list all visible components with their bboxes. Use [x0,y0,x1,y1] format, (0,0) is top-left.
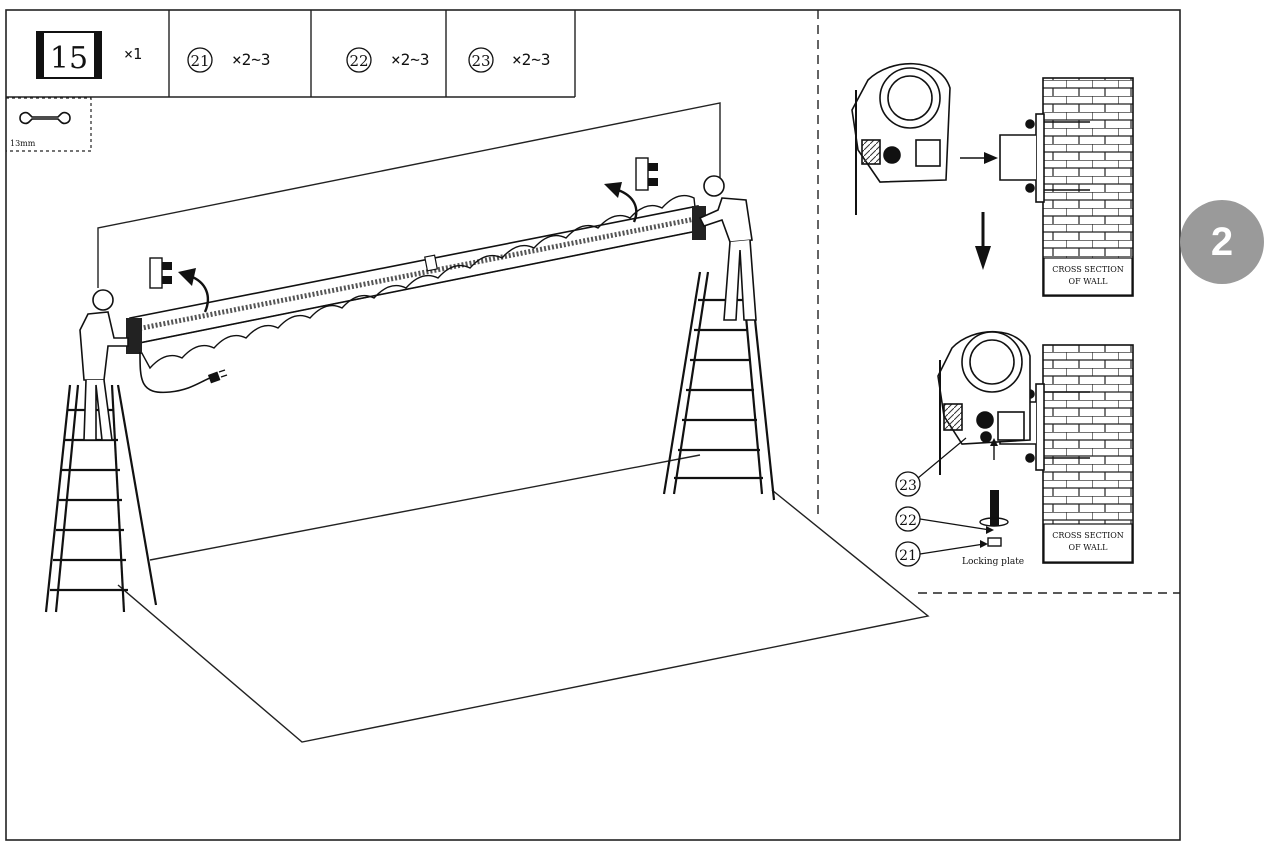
part-22-number: 22 [349,52,368,70]
detail-top: CROSS SECTION OF WALL [851,62,1134,297]
lift-arrow-right-icon [604,182,638,223]
part-21-qty: ×2~3 [232,50,271,69]
parts-table: 15 ×1 21 ×2~3 22 ×2~3 23 ×2~3 [6,10,576,98]
roller-assembly-bottom [937,330,1031,475]
part-15-cell: 15 ×1 [36,31,142,79]
worker-left [79,289,129,441]
part-15-qty: ×1 [124,45,142,63]
callout-21: 21 [895,540,988,567]
ladder-left [44,384,158,613]
cross-section-label-bottom-1: CROSS SECTION [1052,531,1124,540]
arrow-down-icon [975,212,991,270]
wall-outline [97,102,721,288]
part-21-cell: 21 ×2~3 [187,47,271,73]
svg-text:21: 21 [899,548,917,564]
svg-text:22: 22 [899,513,917,529]
ground-area [117,454,930,743]
part-23-qty: ×2~3 [512,50,551,69]
cross-section-label-top-1: CROSS SECTION [1052,265,1124,274]
wall-bracket-top [999,113,1090,203]
awning-valance [137,194,699,370]
ladder-right [662,271,776,501]
callout-22: 22 [895,506,994,534]
part-22-cell: 22 ×2~3 [346,47,430,73]
part-22-qty: ×2~3 [391,50,430,69]
awning-cassette [126,194,706,370]
detail-panel-border [817,10,1180,594]
svg-text:23: 23 [899,478,917,494]
bolt-assembly [979,438,1009,547]
detail-bottom: CROSS SECTION OF WALL Lo [895,330,1134,567]
part-23-number: 23 [471,52,490,70]
part-22-circle [346,47,372,73]
tool-size-label: 13mm [10,139,36,148]
part-15-number: 15 [50,41,88,76]
cross-section-label-bottom-2: OF WALL [1069,543,1109,552]
part-21-number: 21 [190,52,209,70]
part-23-cell: 23 ×2~3 [468,47,551,73]
lift-arrow-left-icon [178,268,210,313]
tool-box: 13mm [6,97,92,152]
bracket-right-icon [635,157,658,191]
worker-right [698,175,757,321]
part-23-circle [468,47,494,73]
locking-plate-label: Locking plate [962,557,1024,567]
power-cable [139,351,228,394]
callout-23: 23 [895,437,967,497]
bracket-left-icon [149,257,172,289]
step-number-badge: 2 [1180,200,1264,284]
roller-assembly-top [851,62,951,215]
wrench-icon [19,111,71,125]
page-frame [5,9,1181,841]
arrow-right-icon [960,152,998,164]
part-21-circle [187,47,213,73]
cross-section-label-top-2: OF WALL [1069,277,1109,286]
